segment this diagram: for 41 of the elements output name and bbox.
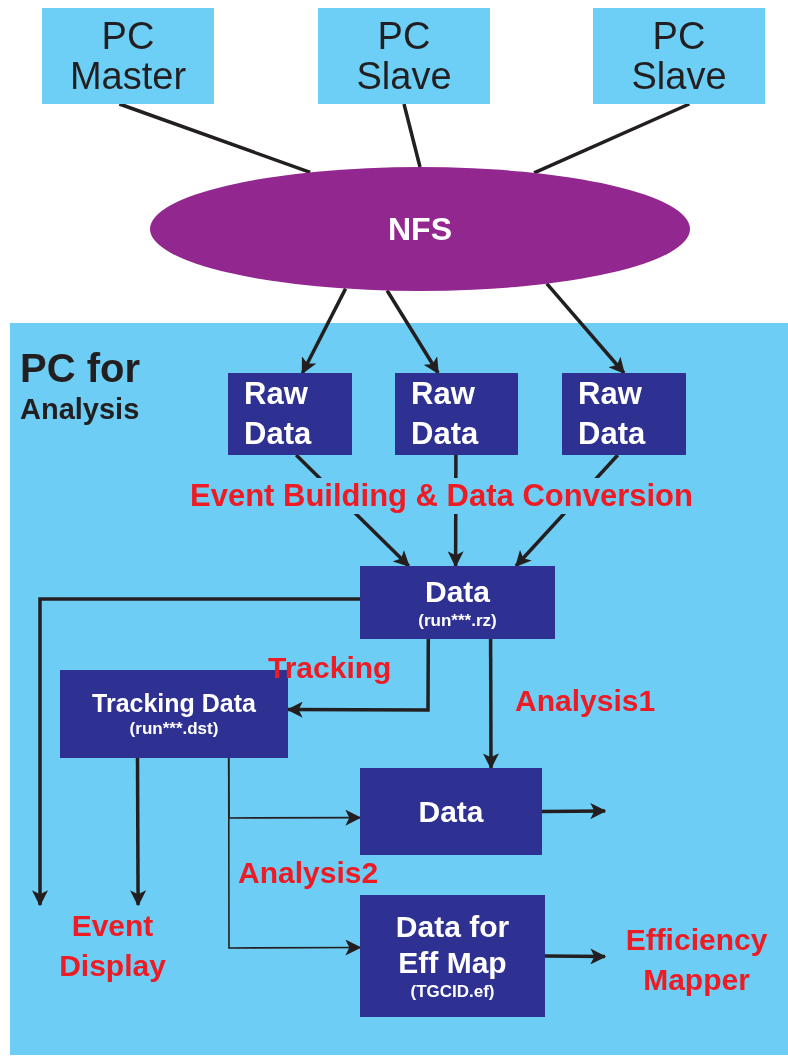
output-label: Efficiency Mapper bbox=[605, 918, 788, 1002]
data-label: Data bbox=[418, 793, 484, 830]
data-label: Tracking Data bbox=[92, 688, 256, 718]
computer-label: PC Master bbox=[69, 16, 187, 96]
arrow bbox=[545, 282, 626, 375]
edge-label: Analysis2 bbox=[238, 855, 379, 891]
arrow bbox=[32, 597, 360, 907]
panel-heading: PC for bbox=[20, 345, 140, 391]
data-label: Data for Eff Map bbox=[394, 909, 511, 981]
data-box bbox=[228, 373, 352, 455]
computer-box bbox=[42, 8, 214, 104]
arrow bbox=[385, 289, 440, 375]
arrow bbox=[130, 758, 147, 907]
data-box bbox=[360, 566, 555, 639]
data-label: Raw Data bbox=[578, 375, 647, 453]
file-name: (run***.dst) bbox=[129, 718, 219, 740]
analysis-panel bbox=[10, 323, 788, 1055]
data-label: Raw Data bbox=[244, 375, 313, 453]
data-box bbox=[562, 373, 686, 455]
storage-label: NFS bbox=[388, 210, 452, 249]
data-label: Raw Data bbox=[411, 375, 480, 453]
computer-label: PC Slave bbox=[631, 16, 727, 96]
edge-label: Tracking bbox=[268, 650, 392, 686]
output-label: Event Display bbox=[35, 905, 190, 987]
arrow bbox=[542, 803, 607, 820]
arrow bbox=[227, 757, 362, 956]
data-box bbox=[360, 895, 545, 1017]
edge-label: Analysis1 bbox=[515, 683, 656, 719]
file-name: (TGCID.ef) bbox=[410, 981, 495, 1003]
data-label: Data bbox=[425, 573, 490, 610]
arrow bbox=[482, 639, 499, 770]
data-box bbox=[360, 768, 542, 855]
panel-heading: Analysis bbox=[20, 392, 140, 427]
computer-box bbox=[593, 8, 765, 104]
computer-box bbox=[318, 8, 490, 104]
arrow bbox=[286, 639, 431, 718]
computer-label: PC Slave bbox=[356, 16, 452, 96]
data-box bbox=[395, 373, 518, 455]
arrow bbox=[300, 287, 348, 375]
arrow bbox=[545, 948, 607, 965]
file-name: (run***.rz) bbox=[418, 609, 497, 632]
